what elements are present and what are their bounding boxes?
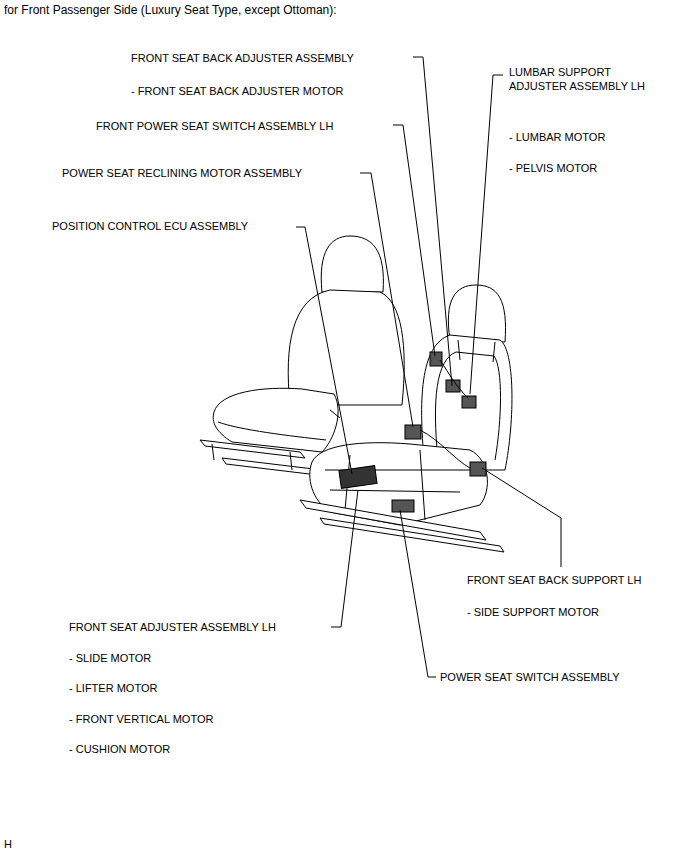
part-label: POWER SEAT RECLINING MOTOR ASSEMBLY bbox=[62, 166, 302, 180]
motor-label: - SLIDE MOTOR bbox=[69, 651, 151, 665]
part-label: FRONT SEAT ADJUSTER ASSEMBLY LH bbox=[69, 620, 276, 634]
motor-label: - LIFTER MOTOR bbox=[69, 681, 157, 695]
motor-label: - CUSHION MOTOR bbox=[69, 742, 170, 756]
seat-rails bbox=[200, 440, 326, 476]
part-label: FRONT POWER SEAT SWITCH ASSEMBLY LH bbox=[96, 119, 333, 133]
motor-label: - FRONT VERTICAL MOTOR bbox=[69, 712, 213, 726]
motor-label: - PELVIS MOTOR bbox=[509, 161, 597, 175]
motor-label: - SIDE SUPPORT MOTOR bbox=[467, 605, 599, 619]
seat-outline bbox=[213, 236, 404, 452]
diagram-title: for Front Passenger Side (Luxury Seat Ty… bbox=[4, 3, 337, 18]
part-label: POWER SEAT SWITCH ASSEMBLY bbox=[440, 670, 620, 684]
figure-code: H bbox=[4, 837, 12, 851]
part-label: FRONT SEAT BACK ADJUSTER ASSEMBLY bbox=[131, 51, 354, 65]
part-label: POSITION CONTROL ECU ASSEMBLY bbox=[52, 219, 248, 233]
motor-parts bbox=[339, 352, 486, 512]
part-label: LUMBAR SUPPORT ADJUSTER ASSEMBLY LH bbox=[509, 65, 669, 93]
motor-label: - FRONT SEAT BACK ADJUSTER MOTOR bbox=[131, 84, 344, 98]
part-label: FRONT SEAT BACK SUPPORT LH bbox=[467, 573, 641, 587]
motor-label: - LUMBAR MOTOR bbox=[509, 130, 605, 144]
seat-frame bbox=[300, 285, 512, 552]
